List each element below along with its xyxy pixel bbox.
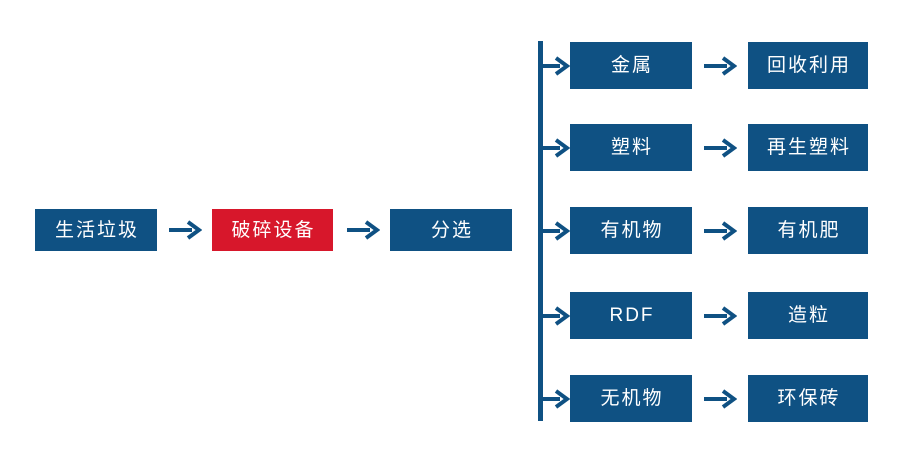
node-branch-material-2-label: 塑料 bbox=[610, 137, 653, 158]
arrow-right-icon-branch-5 bbox=[700, 386, 740, 412]
node-input-label: 生活垃圾 bbox=[54, 219, 139, 241]
node-sorting[interactable]: 分选 bbox=[390, 209, 512, 251]
node-branch-material-3-label: 有机物 bbox=[600, 220, 664, 241]
node-branch-material-2[interactable]: 塑料 bbox=[570, 124, 692, 171]
node-branch-material-1[interactable]: 金属 bbox=[570, 42, 692, 89]
arrow-right-icon-branch-4 bbox=[700, 303, 740, 329]
node-crusher[interactable]: 破碎设备 bbox=[212, 209, 333, 251]
node-crusher-label: 破碎设备 bbox=[231, 219, 316, 241]
node-sorting-label: 分选 bbox=[430, 219, 473, 241]
node-branch-product-2-label: 再生塑料 bbox=[766, 137, 851, 158]
node-branch-material-1-label: 金属 bbox=[610, 55, 653, 76]
node-branch-material-5-label: 无机物 bbox=[600, 388, 664, 409]
node-branch-material-3[interactable]: 有机物 bbox=[570, 207, 692, 254]
arrow-right-icon-main-1 bbox=[165, 217, 205, 243]
node-branch-product-1-label: 回收利用 bbox=[766, 55, 851, 76]
branch-arrow-icon-5 bbox=[538, 386, 572, 412]
node-branch-product-4-label: 造粒 bbox=[787, 305, 830, 326]
node-branch-product-5-label: 环保砖 bbox=[777, 388, 841, 409]
arrow-right-icon-main-2 bbox=[343, 217, 383, 243]
arrow-right-icon-branch-3 bbox=[700, 218, 740, 244]
node-branch-product-5[interactable]: 环保砖 bbox=[748, 375, 868, 422]
node-branch-material-5[interactable]: 无机物 bbox=[570, 375, 692, 422]
node-branch-product-3-label: 有机肥 bbox=[777, 220, 841, 241]
branch-arrow-icon-3 bbox=[538, 218, 572, 244]
node-branch-material-4[interactable]: RDF bbox=[570, 292, 692, 339]
node-branch-material-4-label: RDF bbox=[609, 305, 655, 326]
branch-arrow-icon-2 bbox=[538, 135, 572, 161]
arrow-right-icon-branch-2 bbox=[700, 135, 740, 161]
arrow-right-icon-branch-1 bbox=[700, 53, 740, 79]
node-branch-product-3[interactable]: 有机肥 bbox=[748, 207, 868, 254]
node-branch-product-4[interactable]: 造粒 bbox=[748, 292, 868, 339]
node-branch-product-1[interactable]: 回收利用 bbox=[748, 42, 868, 89]
branch-arrow-icon-4 bbox=[538, 303, 572, 329]
node-branch-product-2[interactable]: 再生塑料 bbox=[748, 124, 868, 171]
node-input[interactable]: 生活垃圾 bbox=[35, 209, 157, 251]
branch-arrow-icon-1 bbox=[538, 53, 572, 79]
